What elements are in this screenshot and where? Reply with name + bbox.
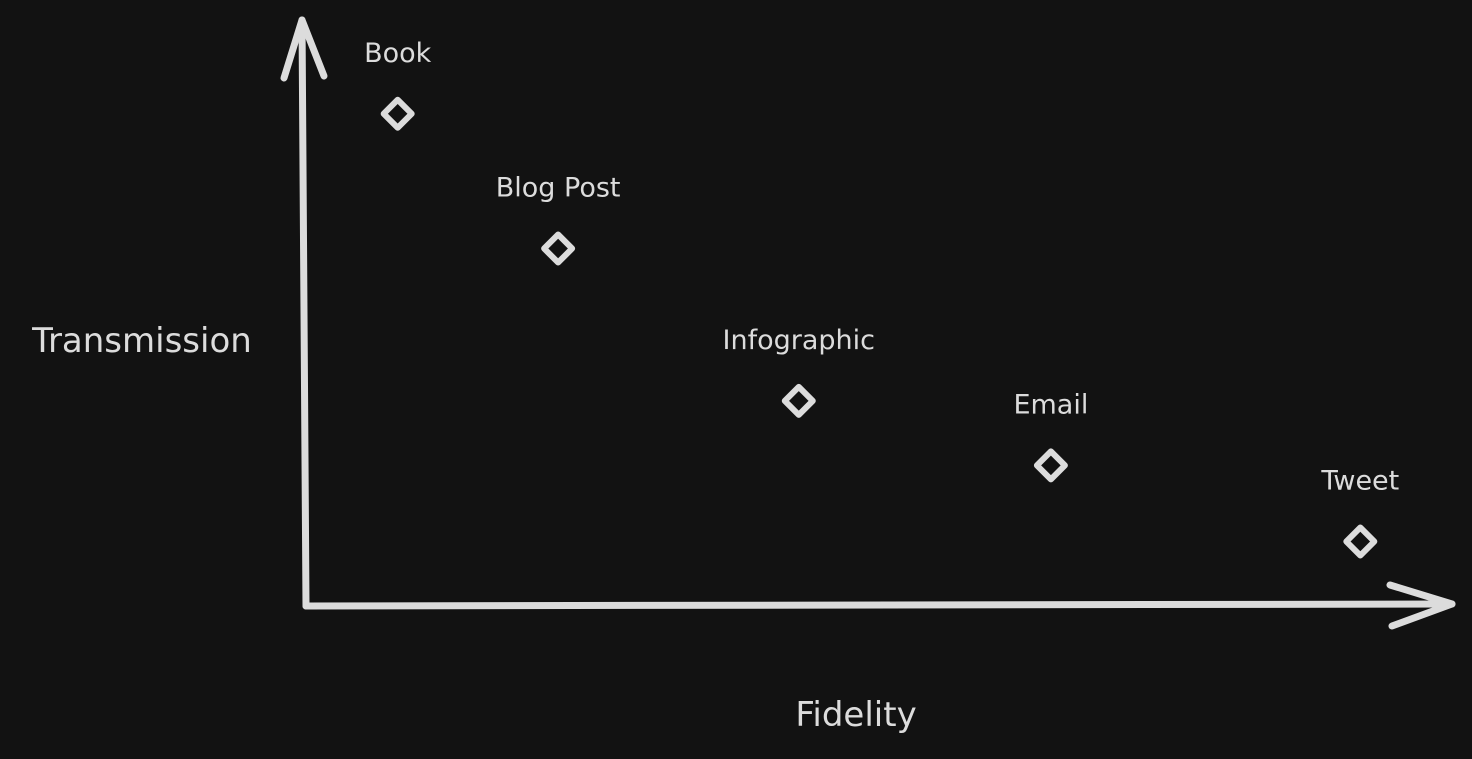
point-label-email: Email <box>1013 389 1088 420</box>
point-marker-book <box>380 96 415 131</box>
point-marker-tweet <box>1343 524 1378 559</box>
point-label-infographic: Infographic <box>723 325 875 356</box>
point-label-book: Book <box>364 38 432 69</box>
x-axis-arrowhead <box>1386 581 1456 630</box>
y-axis-label: Transmission <box>31 321 252 361</box>
point-label-tweet: Tweet <box>1320 466 1399 497</box>
y-axis-arrowhead <box>280 16 328 82</box>
x-axis-label: Fidelity <box>795 695 916 735</box>
point-marker-infographic <box>781 383 816 418</box>
point-label-blog-post: Blog Post <box>496 173 621 204</box>
point-marker-email <box>1033 448 1068 483</box>
x-axis-line <box>302 600 1456 610</box>
point-marker-blog-post <box>541 231 576 266</box>
axes <box>280 16 1456 630</box>
y-axis-line <box>298 16 310 610</box>
